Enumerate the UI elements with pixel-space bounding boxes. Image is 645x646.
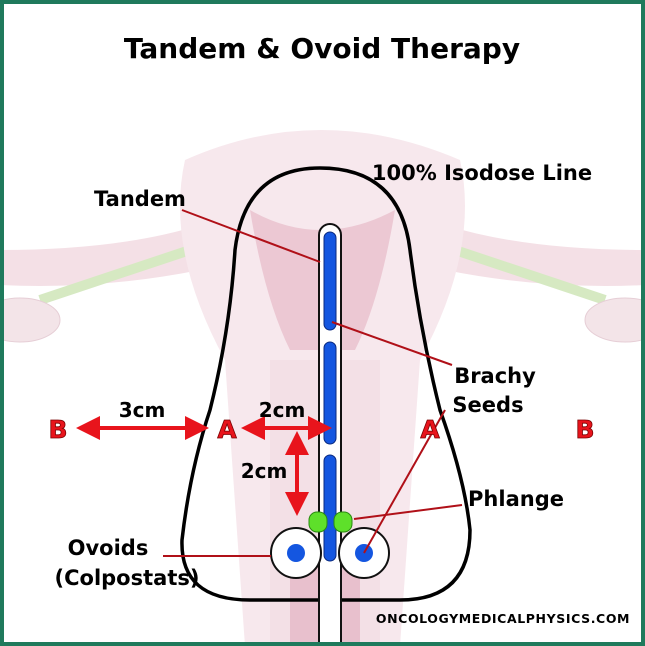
label-seeds: Seeds xyxy=(452,393,523,417)
label-isodose: 100% Isodose Line xyxy=(372,161,592,185)
label-brachy: Brachy xyxy=(454,364,536,388)
label-ovoids: Ovoids xyxy=(68,536,149,560)
phlange-left xyxy=(308,511,328,533)
diagram-title: Tandem & Ovoid Therapy xyxy=(124,32,520,65)
distance-arrows xyxy=(76,416,332,516)
phlange-right xyxy=(333,511,353,533)
footer-watermark: ONCOLOGYMEDICALPHYSICS.COM xyxy=(376,611,630,626)
dist-vertical: 2cm xyxy=(241,459,288,483)
label-phlange: Phlange xyxy=(468,487,564,511)
point-a-left: A xyxy=(217,415,237,444)
brachy-seed xyxy=(323,454,337,562)
leader-lines xyxy=(163,209,463,557)
point-b-right: B xyxy=(575,415,594,444)
point-a-right: A xyxy=(420,415,440,444)
isodose-line xyxy=(180,166,472,602)
label-tandem: Tandem xyxy=(94,187,186,211)
dist-b-a: 3cm xyxy=(119,398,166,422)
dist-a-tandem: 2cm xyxy=(259,398,306,422)
ovoid-left-source xyxy=(287,544,305,562)
label-colpostats: (Colpostats) xyxy=(55,566,200,590)
point-b-left: B xyxy=(48,415,67,444)
brachy-seed xyxy=(323,231,337,331)
